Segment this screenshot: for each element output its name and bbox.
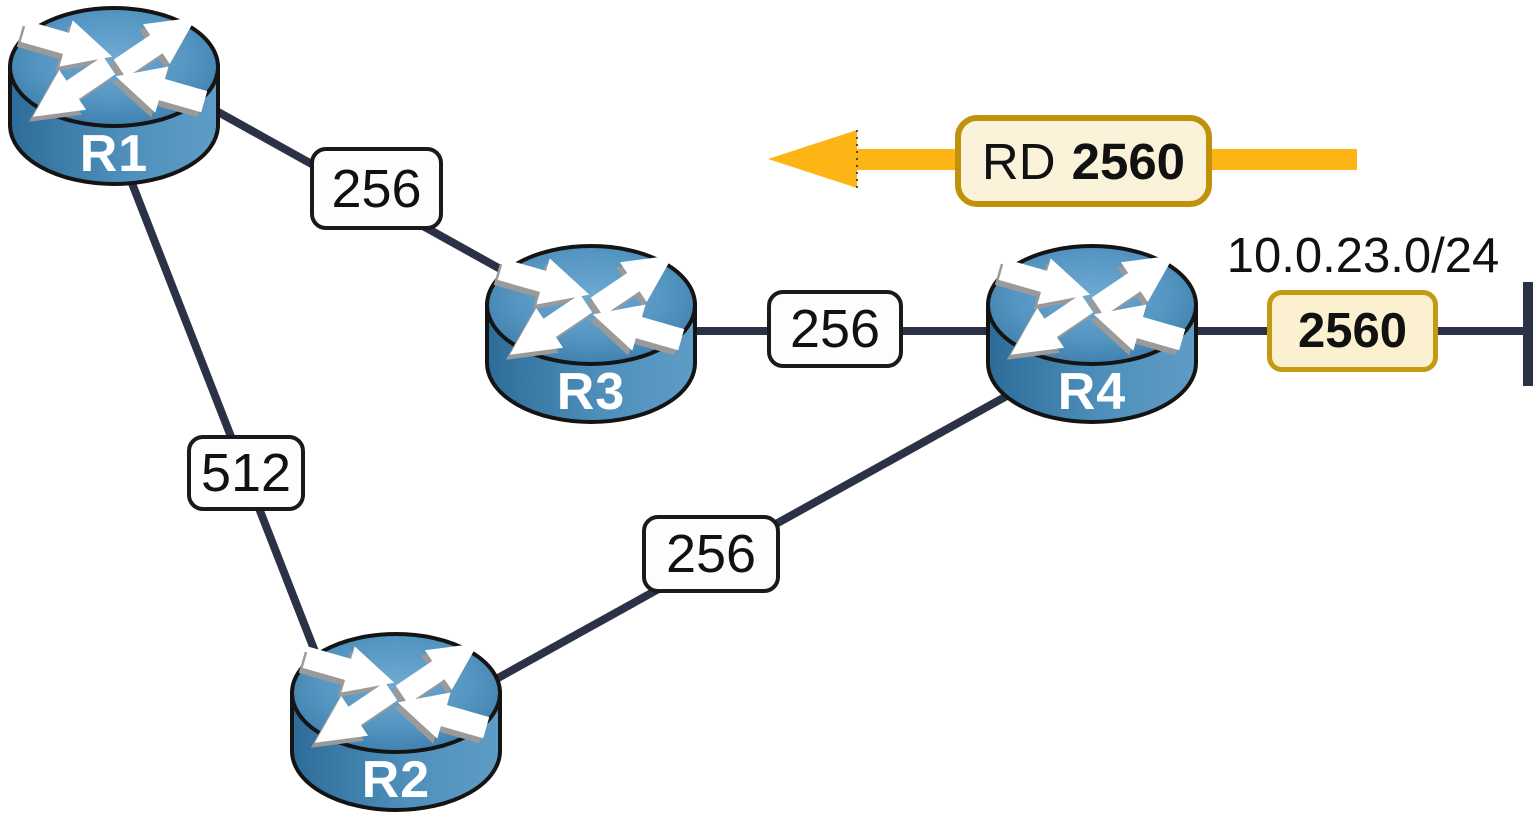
router-r4: R4	[984, 233, 1200, 426]
router-label: R3	[556, 363, 626, 421]
metric-badge-r1-r2: 512	[187, 435, 305, 511]
link-r1-r2	[115, 148, 334, 692]
router-r2: R2	[288, 621, 504, 814]
metric-badge-r3-r4: 256	[767, 290, 903, 368]
rd-value: 2560	[1071, 132, 1186, 190]
router-label: R1	[79, 125, 149, 183]
network-prefix-label: 10.0.23.0/24	[1226, 229, 1500, 283]
metric-badge-r2-r4: 256	[642, 515, 780, 593]
router-r3: R3	[483, 233, 699, 426]
router-label: R4	[1057, 363, 1127, 421]
rd-badge: RD 2560	[955, 115, 1212, 207]
metric-badge-r1-r3: 256	[310, 147, 443, 230]
router-label: R2	[361, 751, 431, 809]
router-r1: R1	[6, 0, 222, 188]
network-metric-badge: 2560	[1267, 290, 1438, 372]
rd-prefix-label: RD	[981, 132, 1056, 190]
